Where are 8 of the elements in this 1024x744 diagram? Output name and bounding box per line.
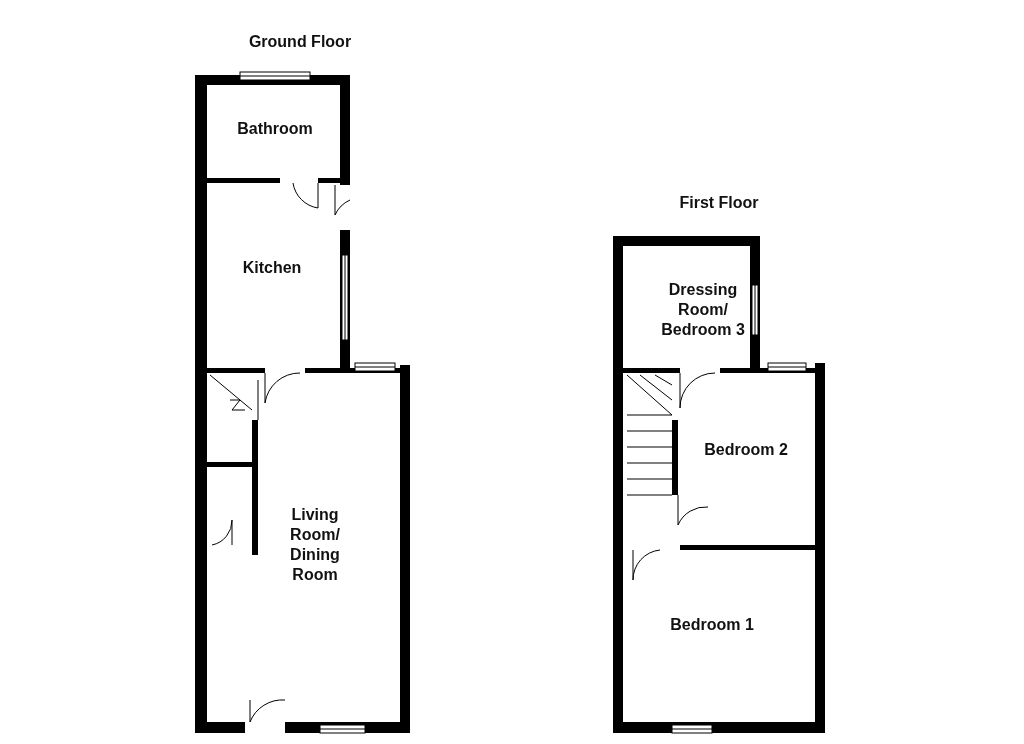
floor-heading: Ground Floor (248, 32, 352, 52)
room-label: Bedroom 2 (701, 440, 791, 460)
room-label: Bedroom 1 (667, 615, 757, 635)
room-label: Dressing Room/ Bedroom 3 (658, 280, 748, 340)
room-label: Living Room/ Dining Room (270, 505, 360, 585)
room-label: Bathroom (230, 119, 320, 139)
room-label: Kitchen (227, 258, 317, 278)
floor-heading: First Floor (679, 193, 759, 213)
